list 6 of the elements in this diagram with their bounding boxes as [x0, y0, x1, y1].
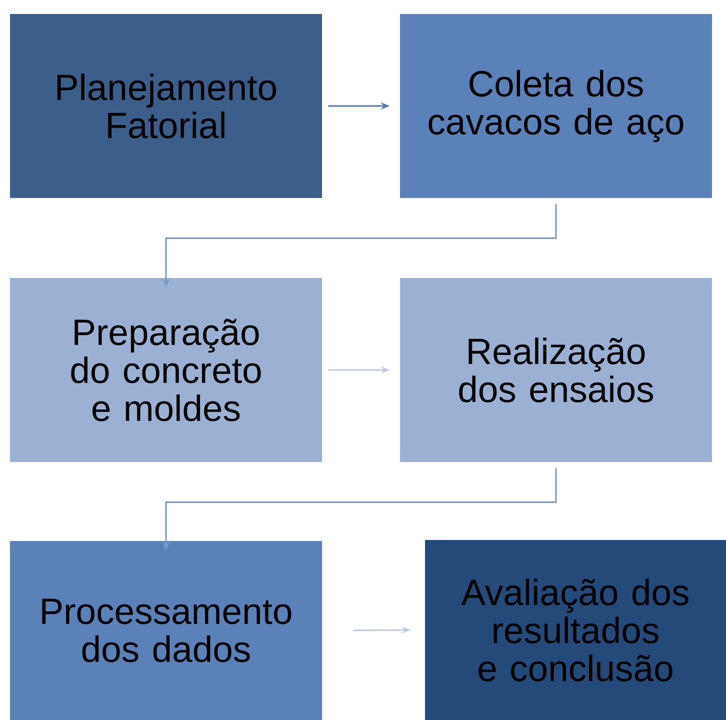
process-box: Planejamento Fatorial	[10, 14, 322, 198]
process-box: Realização dos ensaios	[400, 278, 712, 462]
process-box: Preparação do concreto e moldes	[10, 278, 322, 462]
process-box: Processamento dos dados	[10, 540, 322, 720]
process-box: Coleta dos cavacos de aço	[400, 14, 712, 198]
process-box: Avaliação dos resultados e conclusão	[425, 540, 726, 720]
